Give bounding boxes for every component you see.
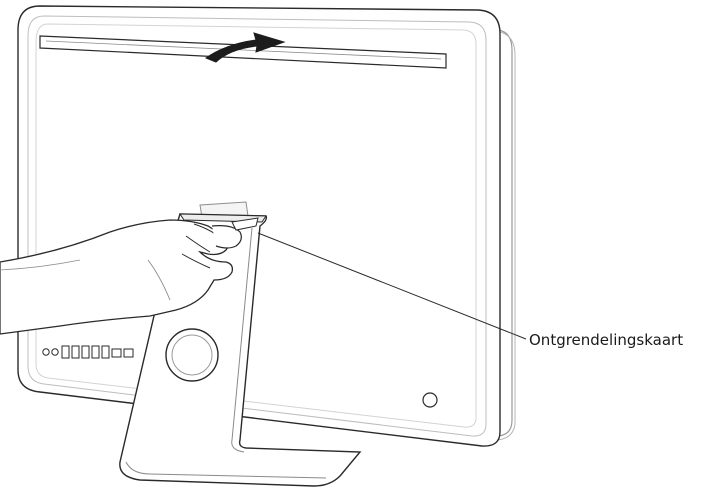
display-inner-frame: [27, 15, 487, 437]
hand: [0, 219, 242, 335]
top-vent-inner-line: [45, 40, 442, 60]
finger-line: [185, 235, 211, 253]
stand-cable-hole-inner: [171, 334, 213, 376]
power-button: [422, 392, 438, 408]
port-icon: [71, 345, 80, 359]
display-back-shell: [59, 21, 513, 437]
port-icon: [51, 348, 59, 356]
port-icon: [42, 348, 50, 356]
port-icon: [101, 345, 110, 359]
port-icon: [111, 348, 122, 358]
release-card-edge: [231, 217, 259, 231]
sleeve-line: [0, 259, 81, 271]
stand-base-edge: [125, 461, 327, 479]
display-inner-frame-2: [35, 23, 477, 428]
display-back-shell-edge: [470, 29, 516, 441]
port-icon: [81, 345, 90, 359]
stand-cable-hole: [165, 328, 219, 382]
port-icon: [61, 345, 70, 359]
port-icon: [91, 345, 100, 359]
upper-arm: [0, 219, 234, 335]
rear-ports: [42, 345, 134, 359]
callout-release-card-label: Ontgrendelingskaart: [529, 331, 684, 349]
finger-line: [181, 253, 211, 269]
stand-inner-edge: [231, 227, 253, 453]
lift-direction-arrow-icon: [204, 32, 286, 63]
thumb: [211, 225, 242, 249]
callout-leader-line: [257, 232, 527, 340]
top-vent-slot: [39, 35, 447, 69]
port-icon: [123, 348, 134, 358]
wrist-crease: [147, 259, 171, 301]
